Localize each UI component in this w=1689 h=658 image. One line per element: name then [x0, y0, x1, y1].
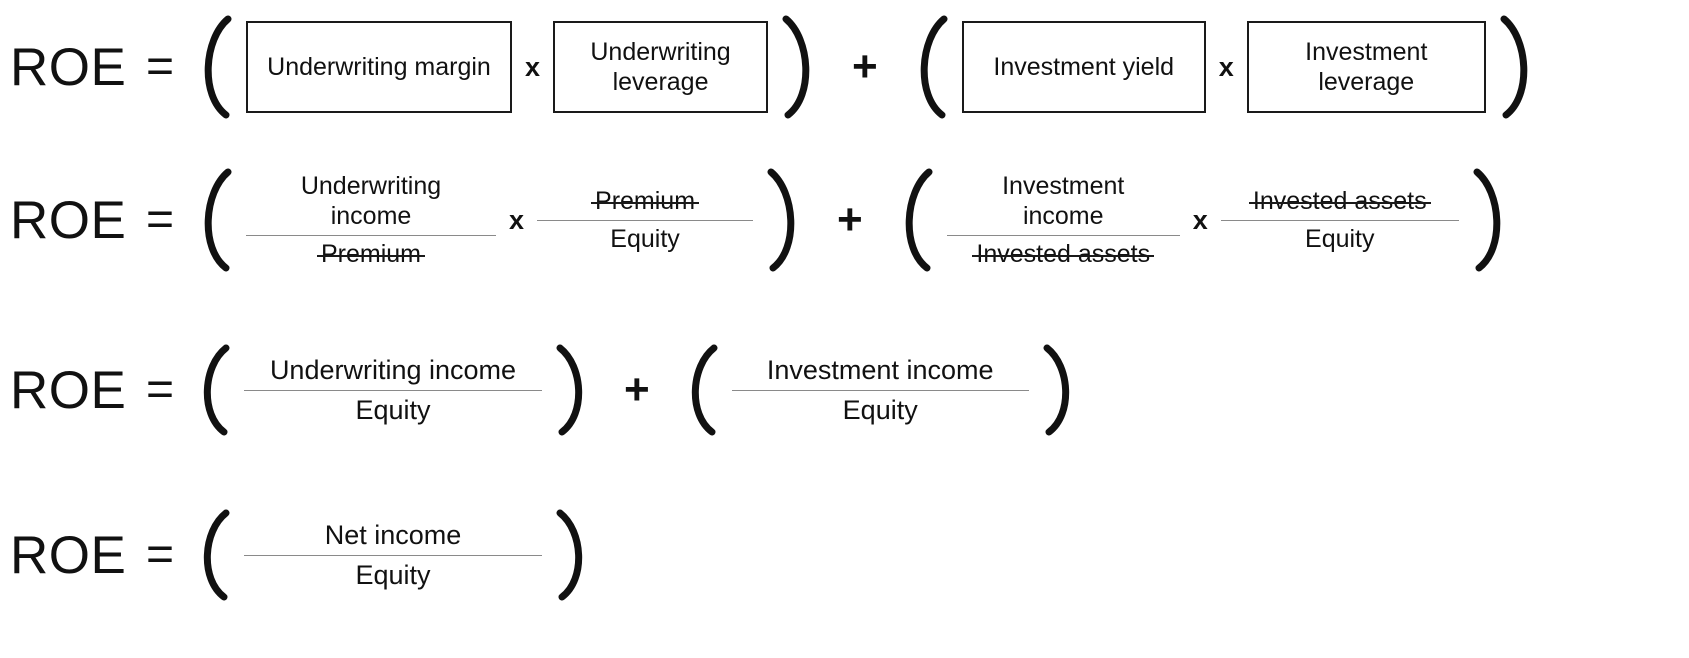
equation-row-4: ROE = Net income Equity — [0, 490, 596, 620]
fraction-denominator: Invested assets — [970, 239, 1156, 270]
fraction-bar — [246, 234, 496, 236]
fraction-bar — [244, 554, 542, 556]
fraction-underwriting-margin: Underwriting income Premium — [246, 171, 496, 270]
fraction-underwriting-roe: Underwriting income Equity — [244, 354, 542, 427]
row-3-group-underwriting-inner: Underwriting income Equity — [234, 354, 552, 427]
paren-open-icon — [190, 15, 236, 119]
row-2-lhs: ROE — [10, 190, 127, 250]
row-1-group-investment-inner: Investment yield x Investment leverage — [952, 21, 1496, 113]
cancelled-term: Premium — [591, 187, 700, 215]
paren-close-icon — [552, 509, 596, 601]
fraction-denominator: Equity — [355, 394, 431, 425]
fraction-investment-yield: Investment income Invested assets — [946, 171, 1180, 270]
paren-open-icon — [906, 15, 952, 119]
fraction-net-income-roe: Net income Equity — [244, 519, 542, 592]
term-underwriting-margin[interactable]: Underwriting margin — [246, 21, 512, 113]
row-4-group-net-income: Net income Equity — [190, 509, 596, 601]
fraction-denominator: Equity — [610, 224, 680, 253]
fraction-denominator: Equity — [842, 394, 918, 425]
multiply-operator: x — [1218, 51, 1234, 82]
multiply-operator: x — [1192, 204, 1208, 235]
fraction-denominator: Equity — [355, 559, 431, 590]
row-1-group-underwriting: Underwriting margin x Underwriting lever… — [190, 15, 824, 119]
paren-open-icon — [190, 509, 234, 601]
equation-row-2: ROE = Underwriting income Premium x Prem… — [0, 150, 1515, 290]
row-3-group-investment: Investment income Equity — [678, 344, 1083, 436]
row-2-plus-operator: + — [837, 195, 863, 244]
paren-close-icon — [1496, 15, 1542, 119]
equation-row-3: ROE = Underwriting income Equity — [0, 325, 1083, 455]
cancelled-term: Premium — [316, 239, 426, 268]
fraction-numerator: Underwriting income — [300, 171, 442, 231]
row-2-group-underwriting-inner: Underwriting income Premium x Premium Eq… — [236, 171, 763, 270]
row-3-group-investment-inner: Investment income Equity — [722, 354, 1039, 427]
fraction-bar — [244, 389, 542, 391]
term-investment-leverage[interactable]: Investment leverage — [1246, 21, 1486, 113]
row-2-group-investment-inner: Investment income Invested assets x Inve… — [937, 171, 1469, 270]
paren-open-icon — [190, 168, 236, 272]
equation-row-1: ROE = Underwriting margin x Underwriting… — [0, 2, 1542, 132]
cancelled-term: Invested assets — [1248, 187, 1431, 215]
row-4-group-net-income-inner: Net income Equity — [234, 519, 552, 592]
fraction-numerator: Net income — [324, 519, 462, 550]
fraction-numerator: Invested assets — [1247, 186, 1433, 217]
fraction-numerator: Investment income — [1002, 171, 1125, 231]
fraction-investment-roe: Investment income Equity — [731, 354, 1029, 427]
paren-open-icon — [678, 344, 722, 436]
fraction-denominator: Equity — [1305, 224, 1375, 253]
paren-close-icon — [778, 15, 824, 119]
row-1-equals-sign: = — [145, 40, 175, 93]
row-2-group-underwriting: Underwriting income Premium x Premium Eq… — [190, 168, 809, 272]
fraction-numerator: Premium — [589, 186, 701, 217]
row-2-group-investment: Investment income Invested assets x Inve… — [891, 168, 1515, 272]
row-1-lhs: ROE — [10, 37, 127, 97]
row-4-lhs: ROE — [10, 525, 127, 585]
paren-open-icon — [190, 344, 234, 436]
paren-close-icon — [1039, 344, 1083, 436]
fraction-underwriting-leverage: Premium Equity — [537, 186, 754, 254]
row-4-equals-sign: = — [145, 528, 175, 581]
fraction-investment-leverage: Invested assets Equity — [1220, 186, 1459, 254]
paren-open-icon — [891, 168, 937, 272]
paren-close-icon — [763, 168, 809, 272]
term-underwriting-leverage[interactable]: Underwriting leverage — [553, 21, 769, 113]
fraction-bar — [537, 219, 754, 221]
fraction-bar — [1220, 219, 1459, 221]
fraction-bar — [731, 389, 1029, 391]
row-3-equals-sign: = — [145, 363, 175, 416]
fraction-denominator: Premium — [315, 239, 427, 270]
row-3-lhs: ROE — [10, 360, 127, 420]
paren-close-icon — [552, 344, 596, 436]
fraction-numerator: Underwriting income — [269, 354, 517, 385]
row-3-plus-operator: + — [624, 365, 650, 414]
fraction-numerator: Investment income — [766, 354, 994, 385]
cancelled-term: Invested assets — [972, 239, 1154, 268]
paren-close-icon — [1469, 168, 1515, 272]
row-1-plus-operator: + — [852, 42, 878, 91]
fraction-bar — [946, 234, 1180, 236]
row-3-group-underwriting: Underwriting income Equity — [190, 344, 596, 436]
row-1-group-investment: Investment yield x Investment leverage — [906, 15, 1542, 119]
row-2-equals-sign: = — [145, 193, 175, 246]
row-1-group-underwriting-inner: Underwriting margin x Underwriting lever… — [236, 21, 778, 113]
multiply-operator: x — [509, 204, 525, 235]
term-investment-yield[interactable]: Investment yield — [961, 21, 1206, 113]
multiply-operator: x — [525, 51, 541, 82]
